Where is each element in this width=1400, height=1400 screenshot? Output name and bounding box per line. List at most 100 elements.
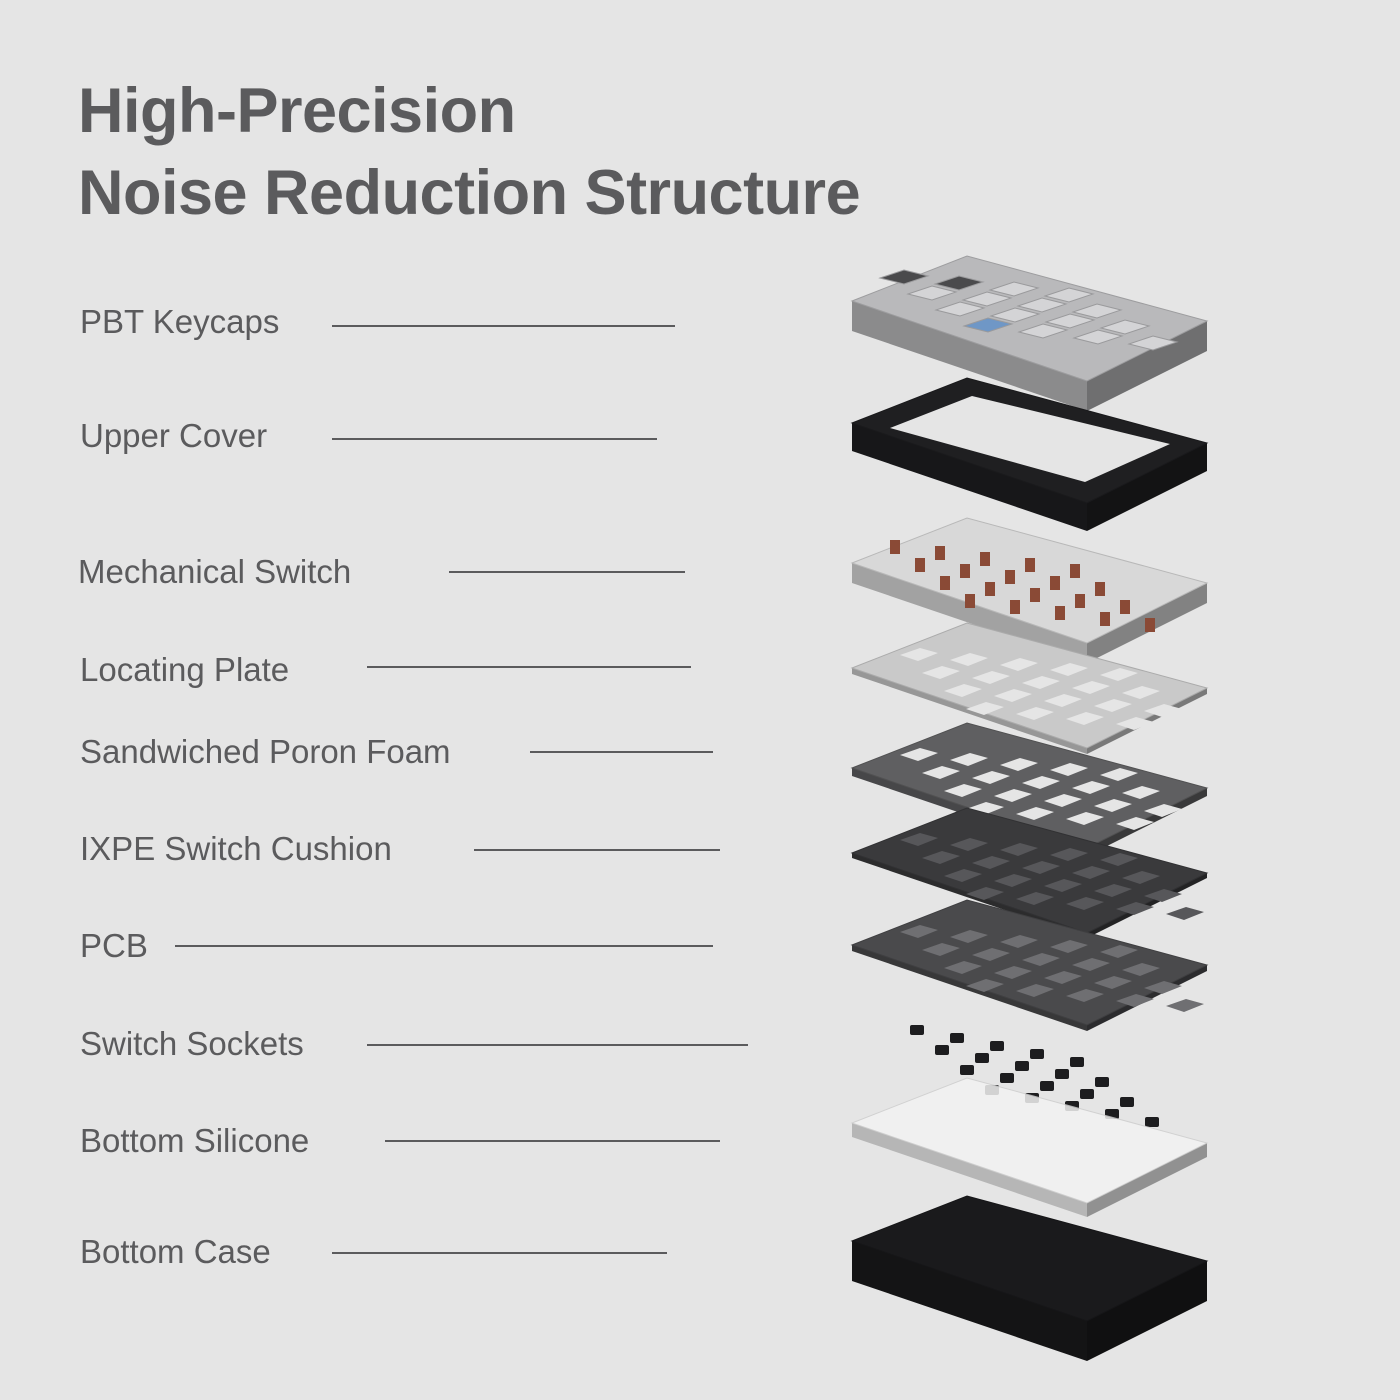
keycaps-layer [850, 255, 1209, 382]
ixpe-cushion-cutout [994, 874, 1032, 887]
keycaps-side [852, 301, 1087, 411]
pcb-cutout [1072, 958, 1110, 971]
switch-stem [1070, 564, 1080, 578]
locating-plate-cutout [1144, 704, 1182, 717]
switch-stem [1025, 558, 1035, 572]
poron-foam-cutout [1022, 776, 1060, 789]
poron-foam-cutout [1116, 817, 1154, 830]
pcb-cutout [1144, 981, 1182, 994]
switch-socket [950, 1033, 964, 1043]
pcb-cutout [944, 961, 982, 974]
locating-plate-cutout [1016, 707, 1054, 720]
switch-socket [1145, 1117, 1159, 1127]
bottom-silicone-side [852, 1123, 1087, 1217]
locating-plate-cutout [966, 702, 1004, 715]
keycap [934, 301, 986, 317]
switch-stem [940, 576, 950, 590]
poron-foam-cutout [1066, 812, 1104, 825]
switch-stem [935, 546, 945, 560]
locating-plate-cutout [1044, 694, 1082, 707]
switch-stem [1005, 570, 1015, 584]
ixpe-cushion-cutout [972, 856, 1010, 869]
keycap [878, 269, 930, 285]
leader-line [367, 1044, 748, 1046]
poron-foam-cutout [944, 784, 982, 797]
title-line-2: Noise Reduction Structure [78, 158, 861, 228]
ixpe-cushion-cutout [1166, 907, 1204, 920]
pcb-cutout [1050, 940, 1088, 953]
upper-cover-side [1087, 443, 1207, 531]
locating-plate-cutout [1000, 658, 1038, 671]
keycap [1016, 297, 1068, 313]
poron-foam-cutout [1050, 763, 1088, 776]
locating-plate-cutout [994, 689, 1032, 702]
pcb-cutout [1094, 976, 1132, 989]
pcb-cutout [972, 948, 1010, 961]
ixpe-cushion-cutout [966, 887, 1004, 900]
ixpe-cushion-cutout [1050, 848, 1088, 861]
pcb-cutout [1122, 963, 1160, 976]
keycap [933, 275, 985, 291]
switch-socket [910, 1025, 924, 1035]
keycap [988, 281, 1040, 297]
ixpe-cushion-cutout [944, 869, 982, 882]
ixpe-cushion-cutout [922, 851, 960, 864]
upper-cover-opening [890, 396, 1170, 482]
switch-stem [1145, 618, 1155, 632]
leader-line [474, 849, 720, 851]
leader-line [175, 945, 713, 947]
leader-line [530, 751, 713, 753]
switch-stem [1050, 576, 1060, 590]
pcb-cutout [1000, 935, 1038, 948]
keycap [1043, 287, 1095, 303]
locating-plate-side [852, 668, 1087, 754]
label-bottom-silicone: Bottom Silicone [80, 1122, 310, 1159]
switch-stem [1100, 612, 1110, 626]
keycap [1044, 313, 1096, 329]
label-ixpe-cushion: IXPE Switch Cushion [80, 830, 392, 867]
poron-foam-cutout [1144, 804, 1182, 817]
switch-stem [890, 540, 900, 554]
ixpe-cushion-cutout [1116, 902, 1154, 915]
switch-stem [1095, 582, 1105, 596]
ixpe-cushion-cutout [950, 838, 988, 851]
switches-side [852, 563, 1087, 663]
switch-socket [1040, 1081, 1054, 1091]
poron-foam-cutout [1016, 807, 1054, 820]
locating-plate-cutout [1166, 722, 1204, 735]
keycap [1017, 323, 1069, 339]
bottom-case-side [852, 1241, 1087, 1361]
switch-socket [1015, 1061, 1029, 1071]
locating-plate-cutout [944, 684, 982, 697]
ixpe-cushion-cutout [1022, 861, 1060, 874]
leader-line [332, 325, 675, 327]
locating-plate-cutout [1116, 717, 1154, 730]
label-locating-plate: Locating Plate [80, 651, 290, 688]
locating-plate-cutout [1050, 663, 1088, 676]
pcb-cutout [1100, 945, 1138, 958]
ixpe-cushion-cutout [1100, 853, 1138, 866]
pcb-cutout [900, 925, 938, 938]
keycap [1127, 335, 1179, 351]
switch-stem [980, 552, 990, 566]
switch-socket [1000, 1073, 1014, 1083]
pcb-cutout [1016, 984, 1054, 997]
ixpe-cushion-cutout [1066, 897, 1104, 910]
leader-line [367, 666, 691, 668]
switch-socket [975, 1053, 989, 1063]
keycap [906, 285, 958, 301]
leader-line [449, 571, 685, 573]
bottom-silicone-side [1087, 1143, 1207, 1217]
leader-line [332, 438, 657, 440]
label-switch-sockets: Switch Sockets [80, 1025, 304, 1062]
pcb-cutout [1116, 994, 1154, 1007]
locating-plate-cutout [1022, 676, 1060, 689]
switch-stem [985, 582, 995, 596]
keycap [1071, 303, 1123, 319]
leader-line [385, 1140, 720, 1142]
poron-foam-cutout [994, 789, 1032, 802]
pcb-cutout [950, 930, 988, 943]
locating-plate-cutout [1094, 699, 1132, 712]
pcb-cutout [1044, 971, 1082, 984]
switch-stem [965, 594, 975, 608]
